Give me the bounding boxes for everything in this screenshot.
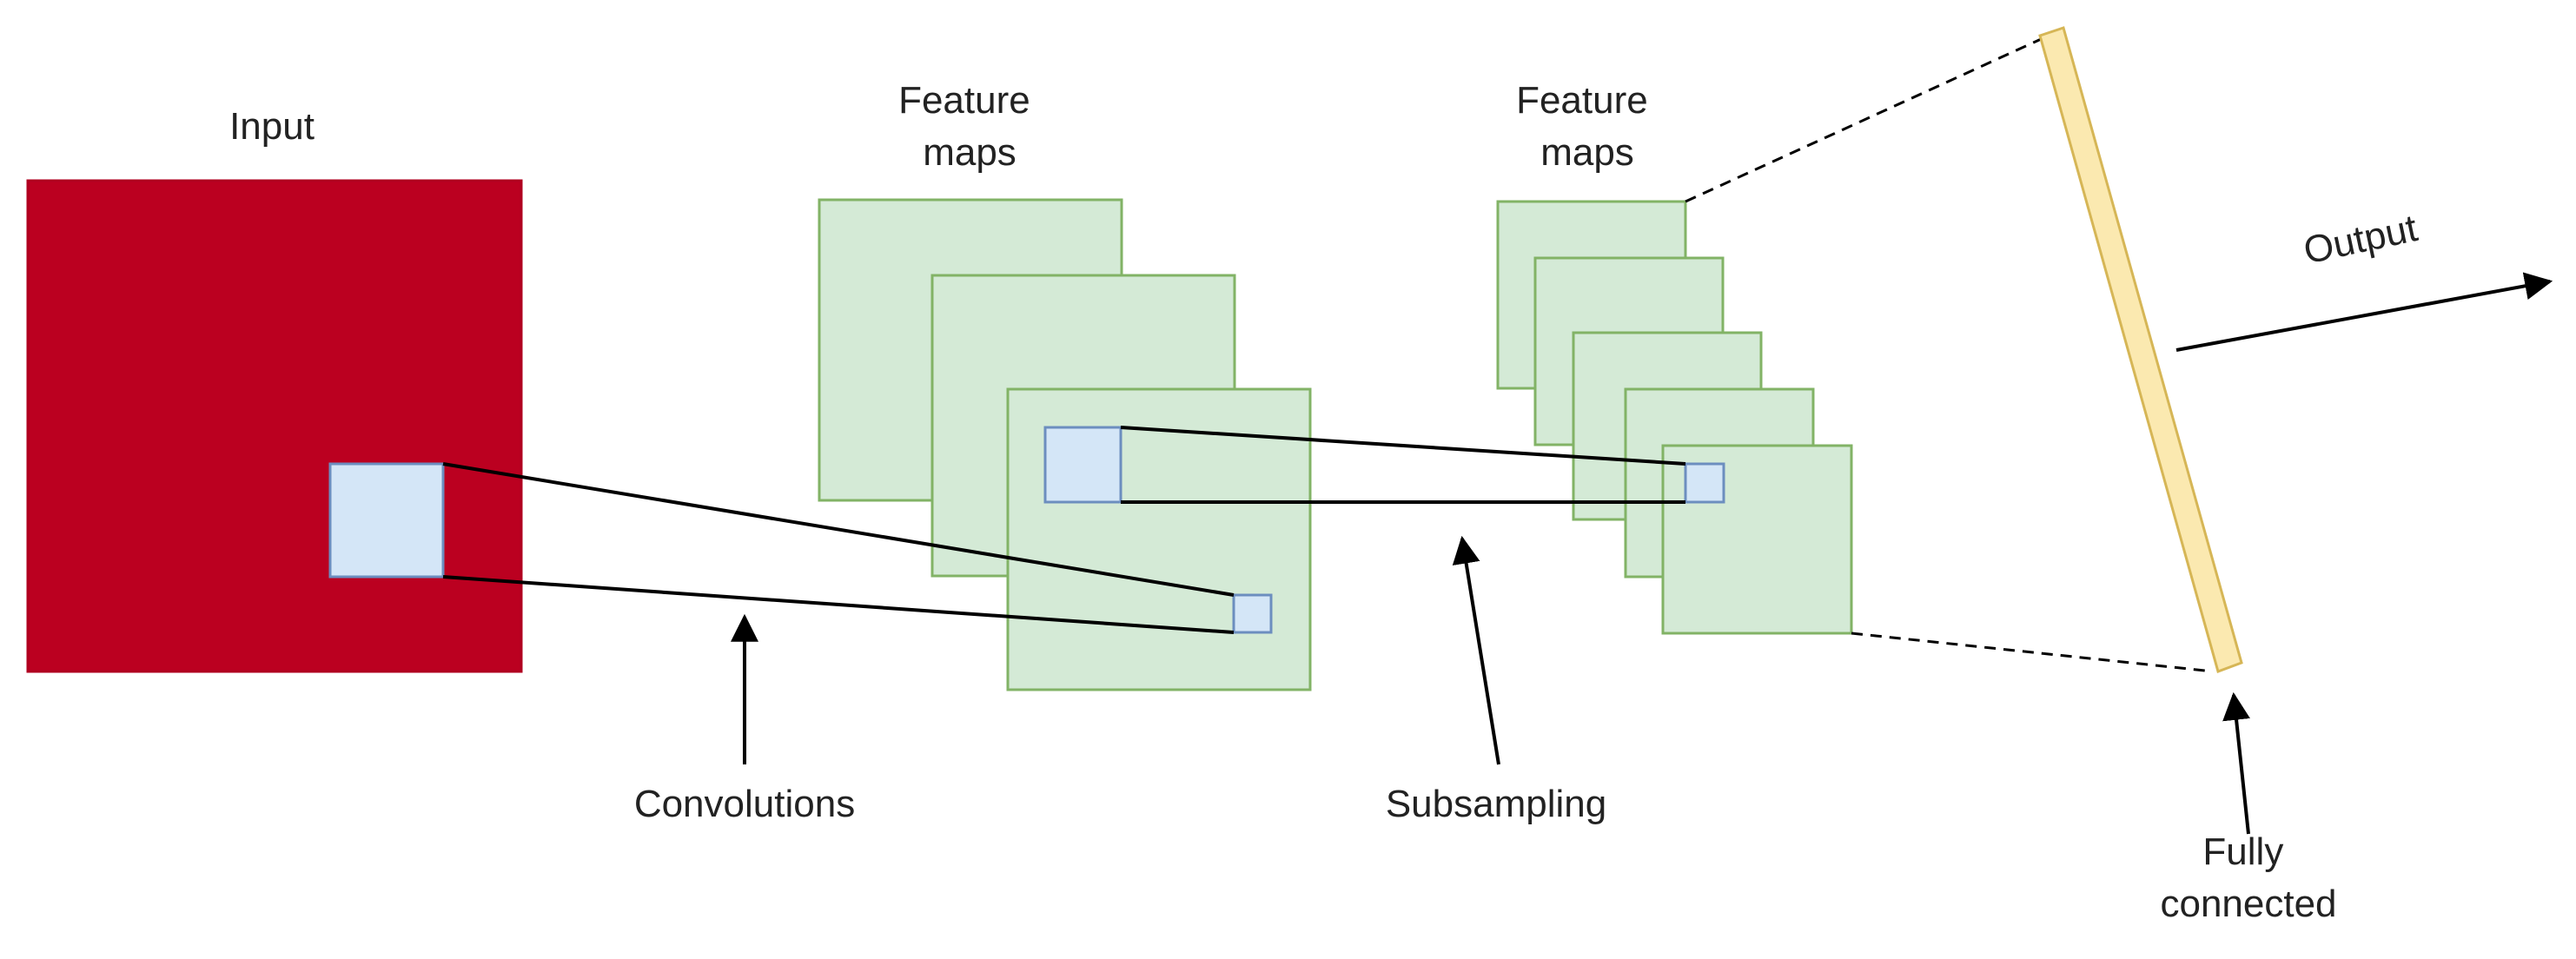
subsampling-pointer-arrow <box>1452 535 1500 765</box>
feature-map-1-patch-large <box>1043 426 1122 504</box>
output-arrow <box>2175 272 2553 352</box>
feature-map-2-patch <box>1684 462 1725 504</box>
fully-connected-label-line-1: Fully <box>2202 830 2283 873</box>
output-label: Output <box>2300 207 2420 272</box>
fully-connected-layer-bar <box>2038 26 2243 673</box>
fully-connected-pointer-arrow <box>2222 691 2250 835</box>
fc-dashed-connector-top <box>1685 34 2050 203</box>
fully-connected-label-line-2: connected <box>2160 883 2336 925</box>
input-square <box>26 179 523 673</box>
subsampling-label: Subsampling <box>1386 783 1606 825</box>
input-receptive-field <box>328 462 445 579</box>
subsample-projection-line-top <box>1120 426 1686 466</box>
feature-map-1-patch-small <box>1232 593 1273 634</box>
feature-maps-1-label-line-1: Feature <box>898 79 1030 122</box>
feature-maps-2-label-line-2: maps <box>1540 131 1634 174</box>
feature-maps-1-label-line-2: maps <box>923 131 1016 174</box>
feature-maps-1-label: Feature maps <box>898 79 1041 174</box>
feature-maps-2-label-line-1: Feature <box>1516 79 1648 122</box>
convolutions-label: Convolutions <box>634 783 855 825</box>
fully-connected-label: Fully connected <box>2160 830 2336 925</box>
fc-dashed-connector-bottom <box>1851 632 2206 672</box>
conv-projection-line-top <box>442 462 1235 597</box>
conv-projection-line-bottom <box>442 575 1235 634</box>
input-label: Input <box>229 105 315 148</box>
feature-maps-2-label: Feature maps <box>1516 79 1659 174</box>
